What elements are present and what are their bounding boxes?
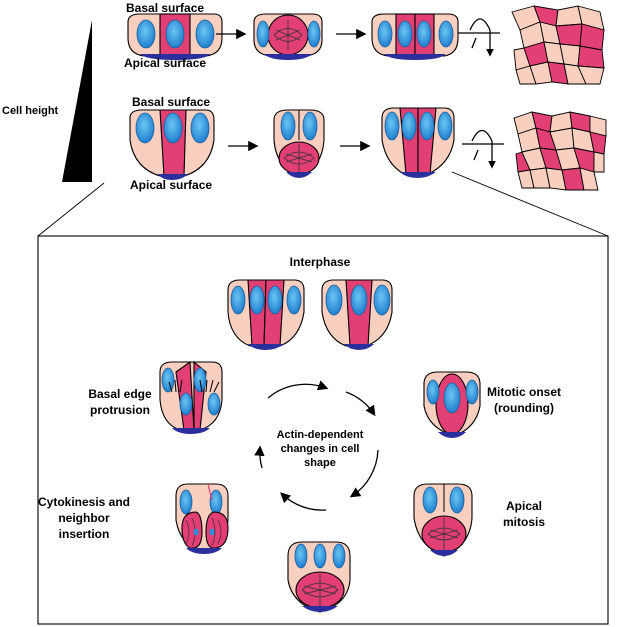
apical-mosaic-top: [511, 5, 605, 85]
actin-label-1: Actin-dependent: [277, 429, 364, 441]
apical-mitosis-label-2: mitosis: [503, 515, 545, 529]
basal-edge-label-2: protrusion: [90, 403, 150, 417]
zoom-line-right: [451, 171, 609, 237]
apical-mosaic-mid: [513, 111, 607, 191]
metaphase-cells-bottom: [287, 541, 351, 613]
cell-height-triangle: [62, 20, 92, 182]
short-epithelium-mitosis: [253, 13, 323, 60]
mitotic-onset-label-2: (rounding): [494, 401, 554, 415]
cell-height-label: Cell height: [2, 105, 59, 117]
cytokinesis-label-2: neighbor: [58, 511, 110, 525]
rotation-arrow-top: [458, 18, 500, 57]
short-epithelium-interphase: [127, 13, 223, 60]
tall-epithelium-divided: [381, 107, 455, 178]
rotation-arrow-mid: [462, 129, 504, 169]
interphase-label: Interphase: [290, 255, 351, 269]
basal-surface-label-top: Basal surface: [126, 1, 204, 15]
interphase-cell-group-right: [321, 279, 393, 350]
apical-mitosis-cells: [413, 483, 473, 557]
short-epithelium-divided: [371, 13, 459, 60]
basal-edge-label-1: Basal edge: [88, 387, 152, 401]
basal-edge-protrusion-cells: [159, 360, 223, 434]
tall-epithelium-interphase: [129, 109, 215, 180]
mitotic-onset-label-1: Mitotic onset: [487, 385, 561, 399]
basal-surface-label-mid: Basal surface: [132, 95, 210, 109]
tall-epithelium-mitosis: [273, 109, 325, 178]
detail-box: [37, 235, 609, 625]
cycle-arrows: [254, 380, 379, 511]
zoom-line-left: [37, 182, 105, 237]
actin-label-3: shape: [304, 457, 336, 469]
cytokinesis-label-3: insertion: [59, 527, 110, 541]
cytokinesis-cells: [175, 483, 229, 554]
actin-label-2: changes in cell: [281, 443, 360, 455]
apical-mitosis-label-1: Apical: [506, 499, 542, 513]
cytokinesis-label-1: Cytokinesis and: [38, 495, 130, 509]
mitotic-onset-cells: [423, 371, 481, 438]
interphase-cell-group-left: [227, 279, 305, 350]
apical-surface-label-top: Apical surface: [124, 56, 206, 70]
apical-surface-label-mid: Apical surface: [130, 178, 212, 192]
